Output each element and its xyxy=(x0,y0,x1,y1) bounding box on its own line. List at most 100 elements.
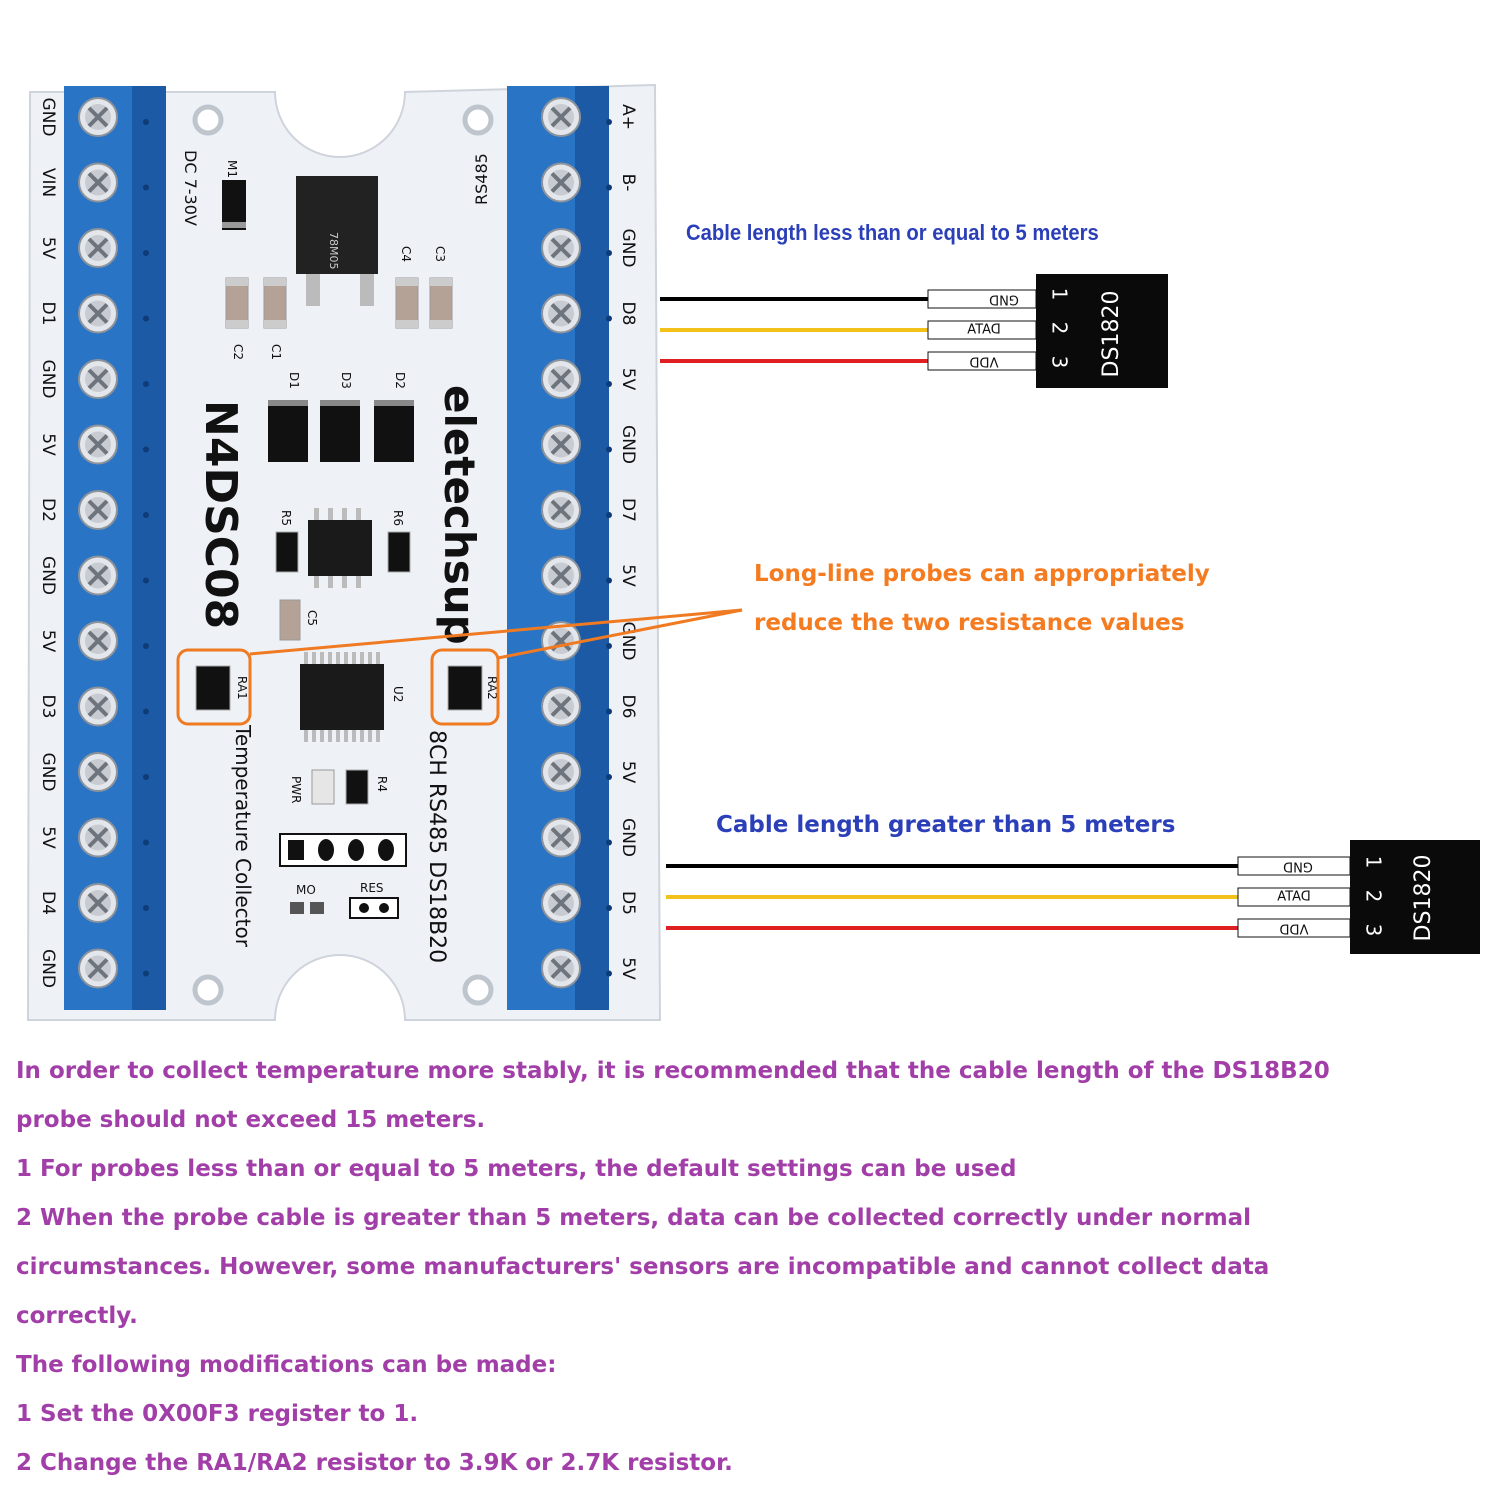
note-line: 2 Change the RA1/RA2 resistor to 3.9K or… xyxy=(16,1450,733,1476)
part-label-r6: R6 xyxy=(391,510,405,526)
pin-label: D3 xyxy=(38,695,58,719)
diode-d2 xyxy=(374,400,414,462)
pin-label: GND xyxy=(38,360,58,399)
mounting-hole xyxy=(192,974,224,1006)
board-model: N4DSC08 xyxy=(195,400,246,629)
terminal-screw xyxy=(77,358,119,400)
part-label-ra2: RA2 xyxy=(485,676,499,700)
sensor-pin-number: 1 xyxy=(1048,288,1072,301)
pointer-line-ra2 xyxy=(497,608,743,660)
terminal-screw xyxy=(77,96,119,138)
pin-label: 5V xyxy=(618,957,638,980)
capacitor-c4 xyxy=(395,277,419,329)
resistor-tip-line2: reduce the two resistance values xyxy=(754,610,1185,636)
rs485-chip xyxy=(308,520,372,576)
terminal-screw xyxy=(77,620,119,662)
terminal-screw xyxy=(77,489,119,531)
terminal-screw xyxy=(77,947,119,990)
note-line: 1 Set the 0X00F3 register to 1. xyxy=(16,1401,419,1427)
pin-label: D8 xyxy=(618,302,638,326)
diode-d3 xyxy=(320,400,360,462)
part-label-r4: R4 xyxy=(375,776,389,792)
part-label-res: RES xyxy=(360,881,384,895)
note-line: In order to collect temperature more sta… xyxy=(16,1058,1330,1084)
sensor-pin-label: VDD xyxy=(970,354,999,369)
terminal-screw xyxy=(540,882,582,924)
left-terminal-screws xyxy=(77,96,149,990)
pin-label: 5V xyxy=(618,564,638,587)
terminal-screw xyxy=(77,882,119,924)
pin-label: GND xyxy=(618,818,638,857)
sensor-pin-label: VDD xyxy=(1280,921,1309,936)
part-label-u2: U2 xyxy=(391,686,405,702)
part-label-d3: D3 xyxy=(339,372,353,389)
pin-label: GND xyxy=(38,98,58,137)
sensor-pin-number: 2 xyxy=(1362,890,1386,903)
pin-label: GND xyxy=(618,622,638,661)
pin-label: GND xyxy=(38,753,58,792)
resistor-array-ra2 xyxy=(447,665,483,711)
pin-label: D5 xyxy=(618,891,638,915)
part-label-c5: C5 xyxy=(305,610,319,626)
pin-label: GND xyxy=(618,229,638,268)
part-label-mo: MO xyxy=(296,883,316,897)
terminal-screw xyxy=(77,292,119,335)
terminal-screw xyxy=(540,554,582,597)
part-label-ra1: RA1 xyxy=(235,676,249,700)
terminal-screw xyxy=(540,751,582,793)
sensor-pin-number: 2 xyxy=(1048,322,1072,335)
resistor-array-ra1 xyxy=(195,665,231,711)
terminal-screw xyxy=(77,751,119,793)
sensor-pin-label: DATA xyxy=(967,323,1001,338)
part-label-c2: C2 xyxy=(231,344,245,360)
terminal-screw xyxy=(540,423,582,466)
reset-jumper xyxy=(349,897,399,919)
chip-u2 xyxy=(300,664,384,730)
board-subtitle: Temperature Collector xyxy=(231,724,255,948)
part-label-pwr: PWR xyxy=(289,776,303,803)
terminal-screw xyxy=(540,292,582,335)
power-led xyxy=(311,769,335,805)
part-label-d2: D2 xyxy=(393,372,407,389)
terminal-screw xyxy=(77,554,119,597)
capacitor-c5 xyxy=(279,599,301,641)
pin-label: 5V xyxy=(38,630,58,653)
voltage-regulator xyxy=(296,176,378,274)
pin-label: D4 xyxy=(38,891,58,915)
mounting-hole xyxy=(462,974,494,1006)
pin-label: D1 xyxy=(38,302,58,326)
note-line: 2 When the probe cable is greater than 5… xyxy=(16,1205,1252,1231)
right-terminal-screws xyxy=(540,96,612,990)
terminal-screw xyxy=(540,161,582,204)
diode-m1 xyxy=(222,180,246,230)
long-cable-caption: Cable length greater than 5 meters xyxy=(716,812,1176,838)
terminal-screw xyxy=(540,96,582,138)
capacitor-c2 xyxy=(225,277,249,329)
part-label-m1: M1 xyxy=(225,160,239,178)
pin-label: GND xyxy=(38,949,58,988)
part-label-c3: C3 xyxy=(433,246,447,262)
terminal-screw xyxy=(540,358,582,400)
part-label-c4: C4 xyxy=(399,246,413,262)
sensor-pin-number: 3 xyxy=(1362,924,1386,937)
capacitor-c1 xyxy=(263,277,287,329)
ra1-highlight xyxy=(176,648,252,726)
terminal-screw xyxy=(540,685,582,728)
terminal-screw xyxy=(77,816,119,859)
pin-label: A+ xyxy=(618,104,638,130)
terminal-screw xyxy=(540,816,582,859)
capacitor-c3 xyxy=(429,277,453,329)
terminal-screw xyxy=(540,947,582,990)
pin-label: GND xyxy=(38,556,58,595)
board-spec: 8CH RS485 DS18B20 xyxy=(424,730,449,963)
short-cable-caption: Cable length less than or equal to 5 met… xyxy=(686,220,1099,245)
pin-label: 5V xyxy=(618,368,638,391)
regulator-label: 78M05 xyxy=(327,232,340,270)
board-brand: eletechsup xyxy=(435,385,484,645)
terminal-screw xyxy=(77,161,119,204)
terminal-screw xyxy=(77,227,119,269)
rs485-label: RS485 xyxy=(472,153,491,205)
